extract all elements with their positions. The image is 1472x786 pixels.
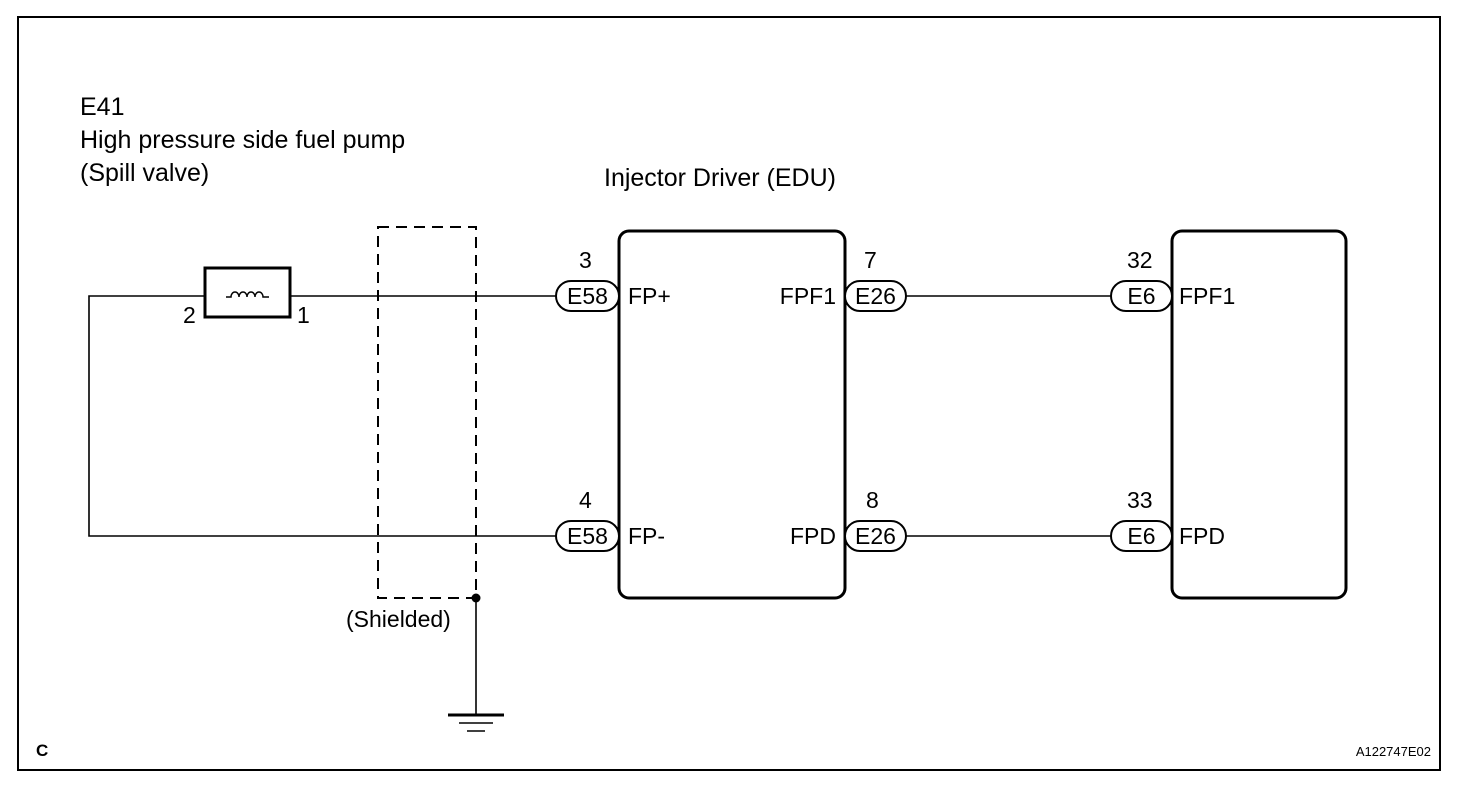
edu-pin-fp-minus: 4 E58 FP- [555,487,665,552]
edu-title: Injector Driver (EDU) [604,164,836,192]
solenoid-coil-icon [203,266,292,319]
pin-number: 32 [1127,247,1153,273]
wire-fp-minus [88,295,556,537]
ecm-box [1170,229,1348,600]
shield-label: (Shielded) [346,606,451,632]
connector-label: E26 [855,283,896,309]
terminal-label: FPF1 [1179,283,1235,309]
connector-badge [1110,280,1173,312]
figure-id: A122747E02 [1356,744,1431,759]
component-name: High pressure side fuel pump [80,126,405,154]
terminal-label: FPD [1179,523,1225,549]
connector-label: E6 [1127,523,1155,549]
terminal-label: FPD [790,523,836,549]
connector-badge [555,280,620,312]
ecm-pin-fpd: 33 E6 FPD [1110,487,1225,552]
pin-number: 33 [1127,487,1153,513]
pin-label-1: 1 [297,302,310,328]
ground-icon [448,713,504,732]
shield-outline [377,226,477,599]
pin-label-2: 2 [183,302,196,328]
ecm-pin-fpf1: 32 E6 FPF1 [1110,247,1235,312]
diagram-frame [17,16,1441,771]
connector-label: E58 [567,523,608,549]
terminal-label: FP- [628,523,665,549]
component-code: E41 [80,93,124,121]
connector-badge [1110,520,1173,552]
terminal-label: FP+ [628,283,671,309]
edu-pin-fp-plus: 3 E58 FP+ [555,247,671,312]
edu-box [617,229,847,600]
component-subname: (Spill valve) [80,159,209,187]
pin-number: 3 [579,247,592,273]
pin-number: 7 [864,247,877,273]
edu-pin-fpf1: 7 E26 FPF1 [780,247,907,312]
connector-label: E58 [567,283,608,309]
connector-label: E6 [1127,283,1155,309]
pin-number: 8 [866,487,879,513]
connector-badge [555,520,620,552]
corner-letter: C [36,741,48,760]
pin-number: 4 [579,487,592,513]
terminal-label: FPF1 [780,283,836,309]
connector-label: E26 [855,523,896,549]
